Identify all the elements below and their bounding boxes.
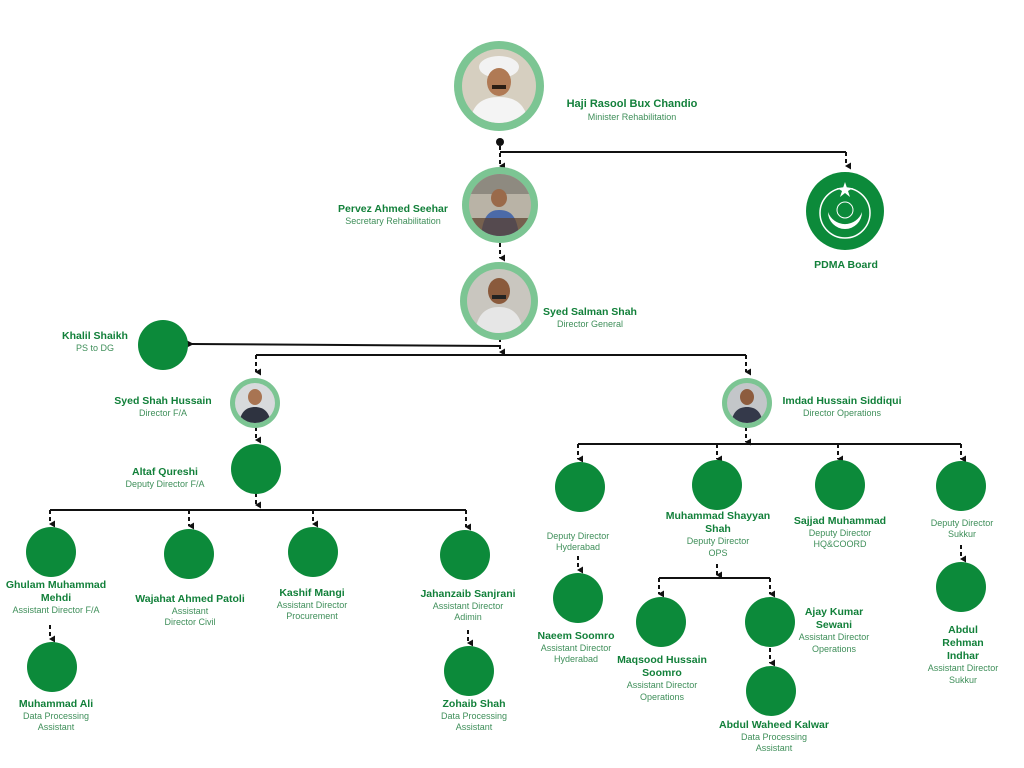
dg-photo (460, 262, 538, 340)
person-name: Pervez Ahmed Seehar (338, 203, 448, 215)
person-name: Syed Shah Hussain (114, 395, 212, 407)
person-icon (239, 389, 271, 423)
dpa-zohaib-label: Zohaib Shah Data Processing Assistant (424, 698, 524, 734)
minister-label: Haji Rasool Bux Chandio Minister Rehabil… (556, 98, 708, 123)
dpa-ali-node (27, 642, 77, 692)
dd-hyd-node (555, 462, 605, 512)
ad-civil-node (164, 529, 214, 579)
person-role: Assistant Director Sukkur (927, 663, 999, 685)
person-name: PDMA Board (814, 259, 878, 271)
dd-hyd-label: Deputy Director Hyderabad (538, 531, 618, 554)
dd-fa-node (231, 444, 281, 494)
dpa-zohaib-node (444, 646, 494, 696)
ad-hyd-node (553, 573, 603, 623)
person-name: Maqsood Hussain Soomro (617, 654, 707, 680)
ad-ops2-label: Ajay Kumar Sewani Assistant Director Ope… (792, 606, 876, 655)
person-role: Minister Rehabilitation (587, 111, 677, 122)
person-name: Haji Rasool Bux Chandio (566, 98, 698, 110)
person-role: Director Operations (802, 408, 882, 419)
person-role: Secretary Rehabilitation (345, 216, 441, 227)
person-name: Syed Salman Shah (543, 306, 637, 318)
person-role: Deputy Director Sukkur (930, 518, 994, 540)
person-icon (731, 389, 763, 423)
person-role: Deputy Director F/A (125, 479, 205, 490)
secretary-label: Pervez Ahmed Seehar Secretary Rehabilita… (326, 203, 460, 227)
person-icon (470, 56, 528, 123)
person-role: Deputy Director Hyderabad (546, 531, 610, 553)
ad-ops2-node (745, 597, 795, 647)
dpa-waheed-node (746, 666, 796, 716)
ad-civil-label: Wajahat Ahmed Patoli Assistant Director … (128, 593, 252, 629)
ad-proc-label: Kashif Mangi Assistant Director Procurem… (262, 587, 362, 623)
dd-hq-node (815, 460, 865, 510)
person-role: Assistant Director Adimin (432, 601, 504, 623)
secretary-photo (462, 167, 538, 243)
person-role: Data Processing Assistant (22, 711, 90, 733)
dpa-waheed-label: Abdul Waheed Kalwar Data Processing Assi… (712, 719, 836, 755)
person-name: Wajahat Ahmed Patoli (135, 593, 245, 605)
dir-ops-label: Imdad Hussain Siddiqui Director Operatio… (774, 395, 910, 419)
person-name: Ajay Kumar Sewani (804, 606, 864, 632)
dd-ops-label: Muhammad Shayyan Shah Deputy Director OP… (662, 510, 774, 559)
ad-ops1-node (636, 597, 686, 647)
person-role: Director F/A (138, 408, 187, 419)
person-name: Imdad Hussain Siddiqui (782, 395, 902, 407)
dd-ops-node (692, 460, 742, 510)
person-name: Jahanzaib Sanjrani (420, 588, 516, 600)
minister-photo (454, 41, 544, 131)
pdma-label: PDMA Board (796, 259, 896, 272)
person-icon (469, 174, 531, 236)
dd-hq-label: Sajjad Muhammad Deputy Director HQ&COORD (786, 515, 894, 551)
ad-fa-node (26, 527, 76, 577)
pdma-emblem (806, 172, 884, 250)
person-role: Deputy Director HQ&COORD (808, 528, 872, 550)
person-name: Zohaib Shah (442, 698, 506, 710)
person-role: Deputy Director OPS (686, 536, 750, 558)
person-name: Altaf Qureshi (132, 466, 198, 478)
ps-node (138, 320, 188, 370)
ad-ops1-label: Maqsood Hussain Soomro Assistant Directo… (612, 654, 712, 703)
person-role: Assistant Director Operations (626, 680, 698, 702)
crescent-star-icon (819, 182, 871, 239)
dd-sukkur-node (936, 461, 986, 511)
person-role: Assistant Director Operations (798, 632, 870, 654)
director-ops-photo (722, 378, 772, 428)
ad-fa-label: Ghulam Muhammad Mehdi Assistant Director… (1, 579, 111, 617)
person-role: Assistant Director Hyderabad (540, 643, 612, 665)
ad-admin-label: Jahanzaib Sanjrani Assistant Director Ad… (412, 588, 524, 624)
person-role: PS to DG (75, 343, 114, 354)
person-name: Sajjad Muhammad (793, 515, 887, 527)
person-role: Assistant Director Civil (164, 606, 216, 628)
person-name: Kashif Mangi (279, 587, 345, 599)
person-name: Abdul Waheed Kalwar (719, 719, 829, 731)
ad-sukkur-label: Abdul Rehman Indhar Assistant Director S… (920, 624, 1006, 686)
director-fa-photo (230, 378, 280, 428)
person-name: Muhammad Shayyan Shah (665, 510, 771, 536)
dg-label: Syed Salman Shah Director General (536, 306, 644, 330)
ad-sukkur-node (936, 562, 986, 612)
person-role: Director General (556, 319, 624, 330)
person-role: Data Processing Assistant (440, 711, 508, 733)
person-name: Naeem Soomro (537, 630, 615, 642)
person-icon (475, 278, 523, 333)
dd-fa-label: Altaf Qureshi Deputy Director F/A (110, 466, 220, 490)
person-role: Data Processing Assistant (740, 732, 808, 754)
dpa-ali-label: Muhammad Ali Data Processing Assistant (6, 698, 106, 734)
person-name: Abdul Rehman Indhar (942, 624, 984, 663)
person-role: Assistant Director Procurement (276, 600, 348, 622)
ad-admin-node (440, 530, 490, 580)
ps-label: Khalil Shaikh PS to DG (52, 330, 138, 354)
dd-sukkur-label: Deputy Director Sukkur (922, 518, 1002, 541)
ad-hyd-label: Naeem Soomro Assistant Director Hyderaba… (530, 630, 622, 666)
person-name: Ghulam Muhammad Mehdi (5, 579, 107, 605)
ad-proc-node (288, 527, 338, 577)
person-role: Assistant Director F/A (12, 605, 100, 616)
person-name: Muhammad Ali (18, 698, 94, 710)
person-name: Khalil Shaikh (62, 330, 128, 342)
dir-fa-label: Syed Shah Hussain Director F/A (110, 395, 216, 419)
